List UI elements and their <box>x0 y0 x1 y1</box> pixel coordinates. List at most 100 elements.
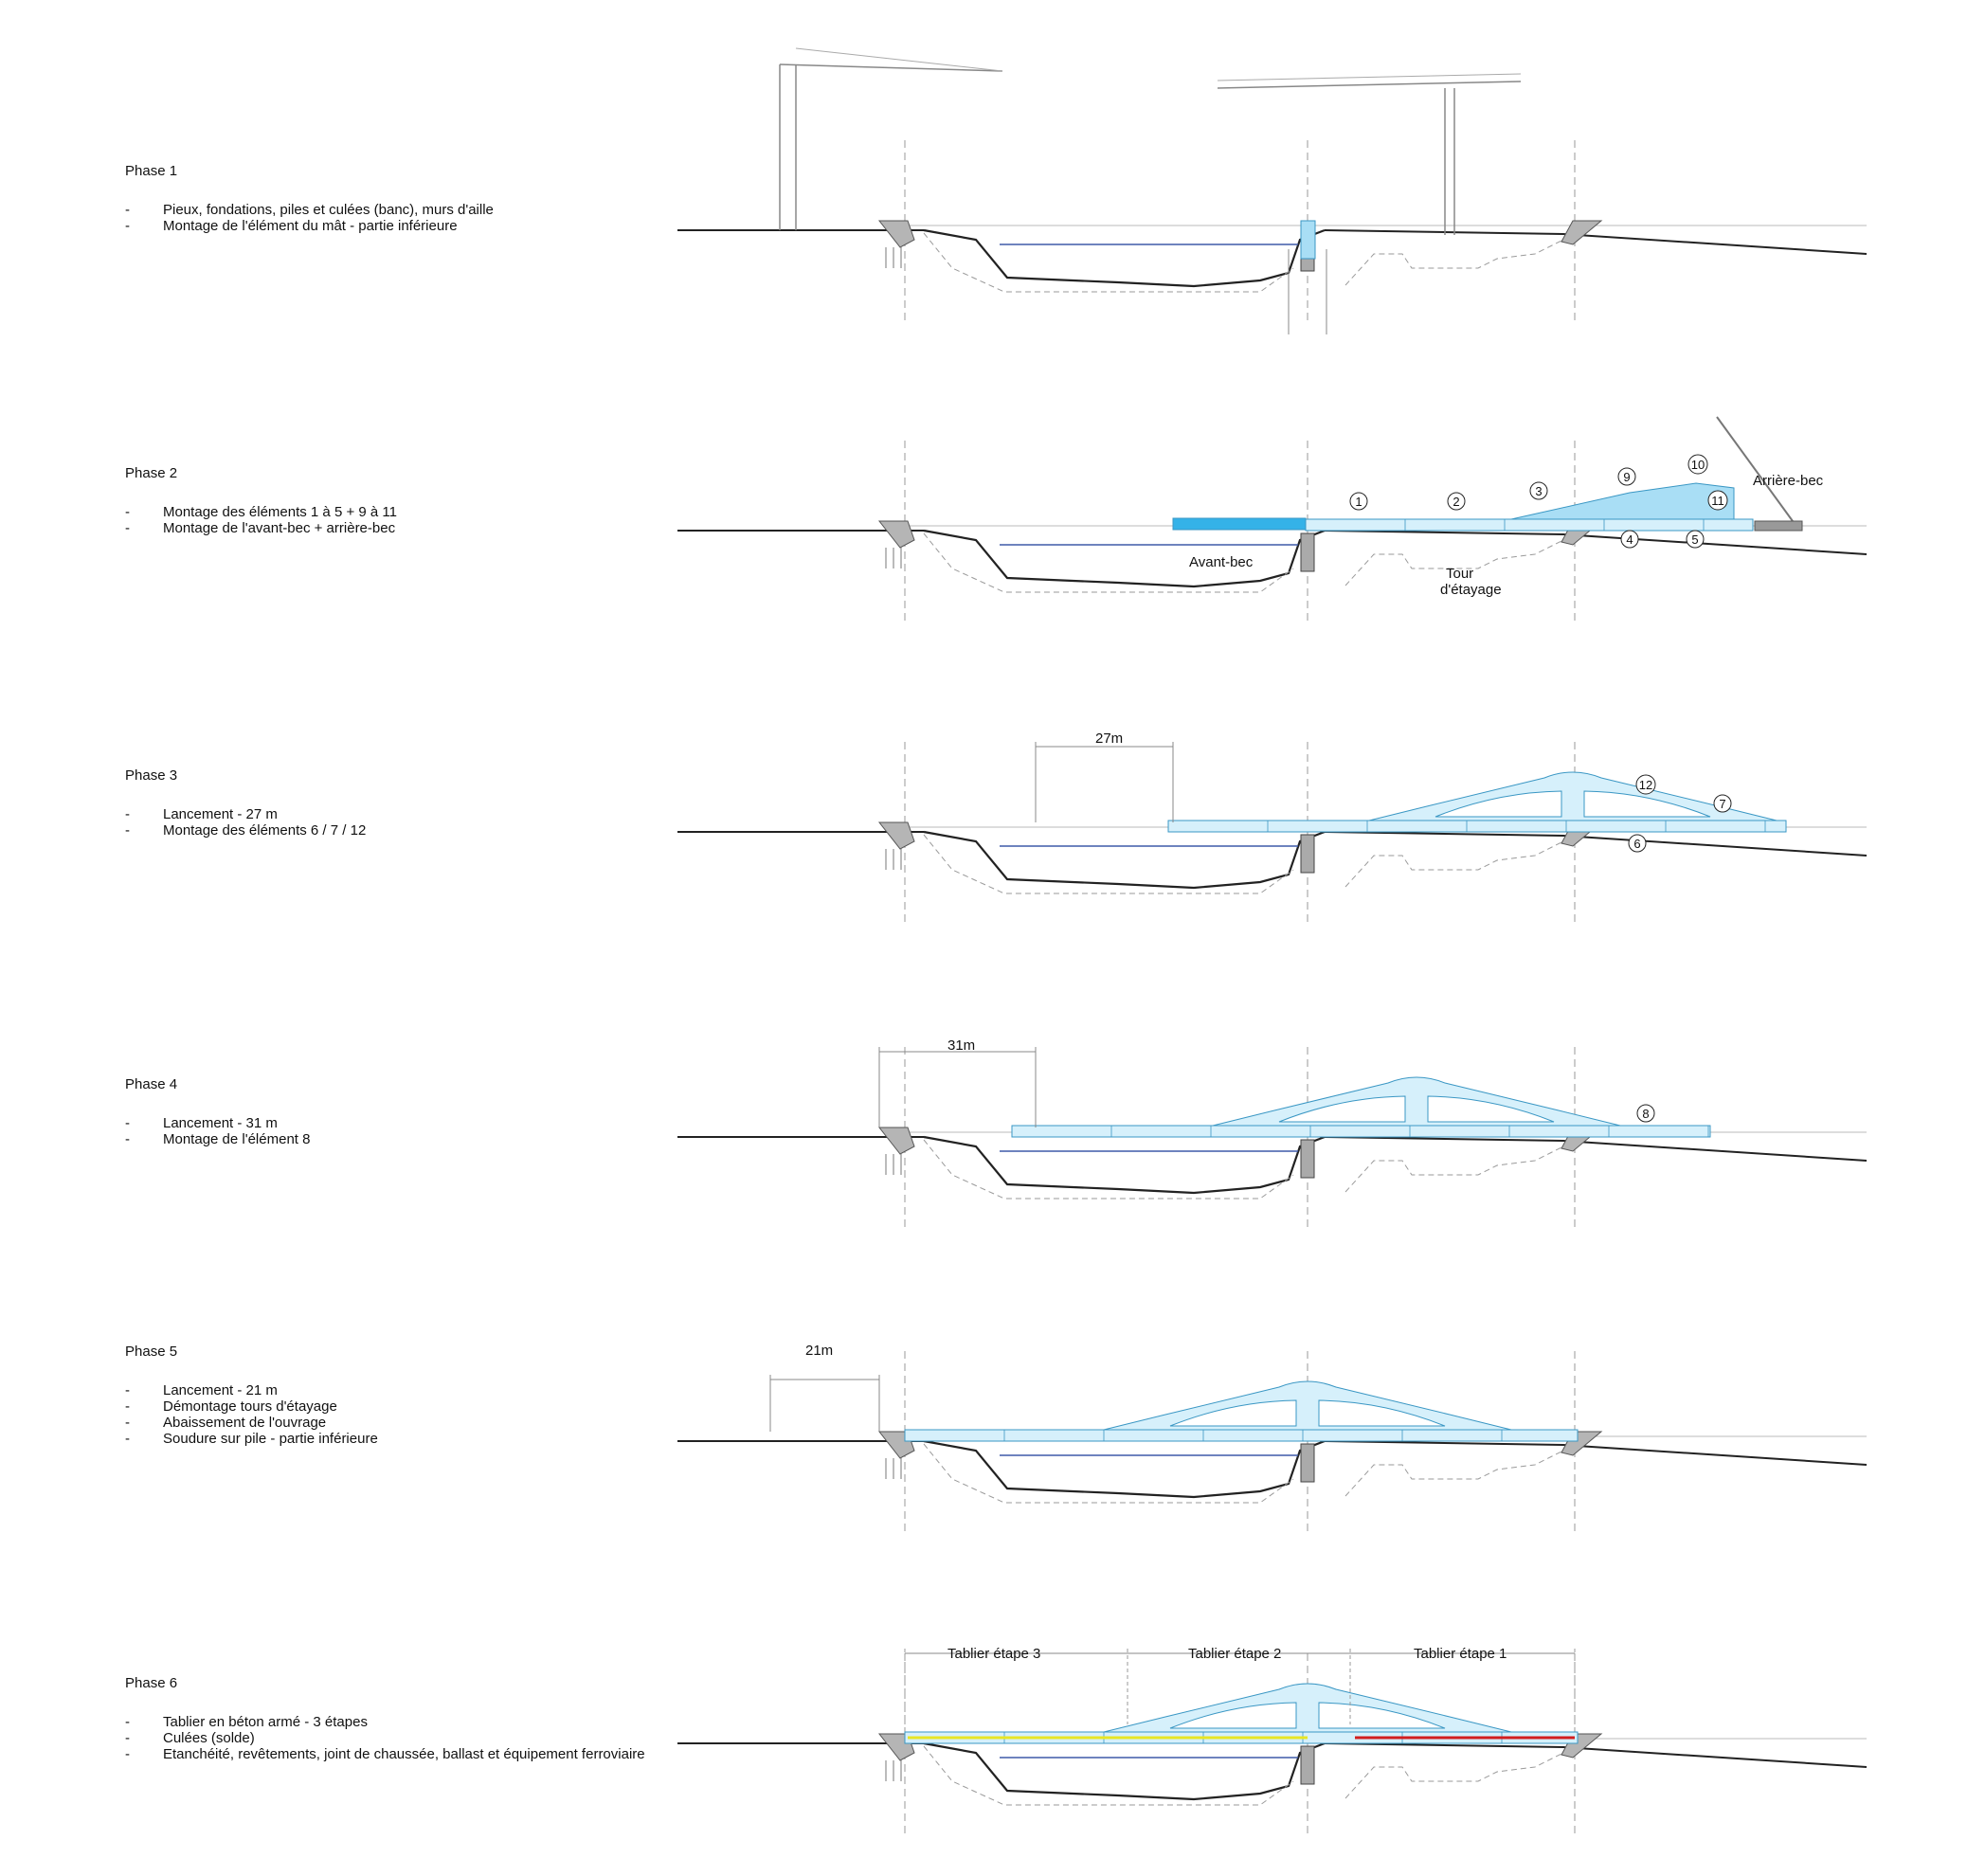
item-text: Montage de l'avant-bec + arrière-bec <box>163 520 396 536</box>
excavation-dashed-line <box>923 1745 1294 1806</box>
tour-etayage-label-line2: d'étayage <box>1440 582 1502 598</box>
svg-text:10: 10 <box>1691 458 1705 472</box>
svg-text:7: 7 <box>1719 797 1725 811</box>
crane-tie-left <box>795 47 1003 72</box>
arch-opening-left <box>1278 1095 1406 1123</box>
item-text: Culées (solde) <box>163 1730 255 1746</box>
phase-4-description: Phase 4 -Lancement - 31 m -Montage de l'… <box>125 1076 694 1147</box>
abutment-left <box>877 520 915 549</box>
bullet-dash: - <box>125 520 130 536</box>
central-pier <box>1300 1139 1315 1179</box>
excavation-dashed-line-right <box>1344 1141 1574 1193</box>
element-number-6: 6 <box>1628 834 1647 853</box>
list-item: - Montage de l'élément 8 <box>125 1131 694 1147</box>
phase-6-deck <box>904 1649 1579 1744</box>
bullet-dash: - <box>125 1398 130 1415</box>
svg-text:11: 11 <box>1711 494 1724 508</box>
arch-frame <box>1368 771 1778 821</box>
launch-dimension-21m: 21m <box>805 1343 833 1359</box>
arch-opening-left <box>1435 790 1562 818</box>
item-text: Lancement - 31 m <box>163 1115 278 1131</box>
abutment-left <box>877 220 915 248</box>
launch-dimension-27m: 27m <box>1095 731 1123 747</box>
bullet-dash: - <box>125 1382 130 1398</box>
bullet-dash: - <box>125 806 130 822</box>
excavation-dashed-line-right <box>1344 1445 1574 1497</box>
svg-text:12: 12 <box>1639 778 1652 792</box>
arch-frame <box>1212 1076 1621 1127</box>
riverbed-profile <box>923 529 1326 588</box>
phase-1-diagram <box>677 140 1868 320</box>
element-number-12: 12 <box>1635 774 1656 795</box>
svg-text:8: 8 <box>1642 1107 1649 1121</box>
arch-opening-right <box>1318 1399 1446 1427</box>
abutment-right <box>1561 220 1603 245</box>
item-text: Etanchéité, revêtements, joint de chauss… <box>163 1746 645 1762</box>
phase-6-description: Phase 6 - Tablier en béton armé - 3 étape… <box>125 1675 694 1762</box>
bullet-dash: - <box>125 1415 130 1431</box>
list-item: - Pieux, fondations, piles et culées (ban… <box>125 202 694 218</box>
excavation-dashed-line-right <box>1344 836 1574 888</box>
phase-2-description: Phase 2 -Montage des éléments 1 à 5 + 9 … <box>125 465 694 536</box>
svg-text:3: 3 <box>1535 484 1542 498</box>
arriere-bec-label: Arrière-bec <box>1753 473 1824 489</box>
list-item: - Soudure sur pile - partie inférieure <box>125 1431 694 1447</box>
item-text: Pieux, fondations, piles et culées (banc… <box>163 202 494 218</box>
riverbed-profile <box>923 830 1326 890</box>
phase-3-description: Phase 3 -Lancement - 27 m -Montage des é… <box>125 767 694 839</box>
launch-dimension-31m: 31m <box>947 1037 975 1054</box>
element-number-9: 9 <box>1617 467 1636 486</box>
list-item: - Abaissement de l'ouvrage <box>125 1415 694 1431</box>
arch-frame <box>1103 1683 1512 1733</box>
abutment-left <box>877 1127 915 1155</box>
list-item: - Montage de l'avant-bec + arrière-bec <box>125 520 694 536</box>
bullet-dash: - <box>125 1131 130 1147</box>
bullet-dash: - <box>125 1431 130 1447</box>
phase-4-deck <box>878 1047 1711 1138</box>
bullet-dash: - <box>125 1714 130 1730</box>
arch-opening-left <box>1169 1702 1297 1729</box>
arch-opening-right <box>1427 1095 1555 1123</box>
item-text: Montage de l'élément du mât - partie inf… <box>163 218 458 234</box>
tower-crane-jib <box>1217 81 1522 89</box>
phase-6-title: Phase 6 <box>125 1675 178 1691</box>
ground-line-right <box>1324 229 1868 255</box>
list-item: - Tablier en béton armé - 3 étapes <box>125 1714 694 1730</box>
element-number-1: 1 <box>1349 492 1368 511</box>
element-number-10: 10 <box>1687 454 1708 475</box>
tour-etayage-label-line1: Tour <box>1446 566 1473 582</box>
excavation-dashed-line <box>923 834 1294 894</box>
list-item: -Lancement - 21 m <box>125 1382 694 1398</box>
item-text: Montage de l'élément 8 <box>163 1131 311 1147</box>
list-item: - Montage de l'élément du mât - partie in… <box>125 218 694 234</box>
riverbed-profile <box>923 1741 1326 1801</box>
list-item: - Lancement - 31 m <box>125 1115 694 1131</box>
deck-beam <box>1167 820 1787 833</box>
bullet-dash: - <box>125 202 130 218</box>
ground-line-right <box>1324 1742 1868 1768</box>
svg-text:9: 9 <box>1623 470 1630 484</box>
list-item: -Culées (solde) <box>125 1730 694 1746</box>
arch-opening-right <box>1583 790 1711 818</box>
list-item: -Montage des éléments 6 / 7 / 12 <box>125 822 694 839</box>
phase-1-description: Phase 1 -Pieux, fondations, piles et cul… <box>125 163 694 234</box>
deck-beam <box>904 1429 1579 1442</box>
phase-5-title: Phase 5 <box>125 1344 178 1360</box>
excavation-dashed-line <box>923 1139 1294 1200</box>
list-item: - Démontage tours d'étayage <box>125 1398 694 1415</box>
central-pier <box>1300 1745 1315 1785</box>
item-text: Tablier en béton armé - 3 étapes <box>163 1714 368 1730</box>
bullet-dash: - <box>125 1115 130 1131</box>
bullet-dash: - <box>125 218 130 234</box>
excavation-dashed-line <box>923 532 1294 593</box>
phase-3-title: Phase 3 <box>125 767 178 784</box>
item-text: Abaissement de l'ouvrage <box>163 1415 327 1431</box>
element-number-11: 11 <box>1707 490 1728 511</box>
item-text: Soudure sur pile - partie inférieure <box>163 1431 378 1447</box>
item-text: Démontage tours d'étayage <box>163 1398 337 1415</box>
deck-beam <box>1011 1125 1711 1138</box>
deck-beam <box>1305 518 1754 532</box>
mobile-crane-body <box>1754 520 1803 532</box>
list-item: -Etanchéité, revêtements, joint de chaus… <box>125 1746 694 1762</box>
